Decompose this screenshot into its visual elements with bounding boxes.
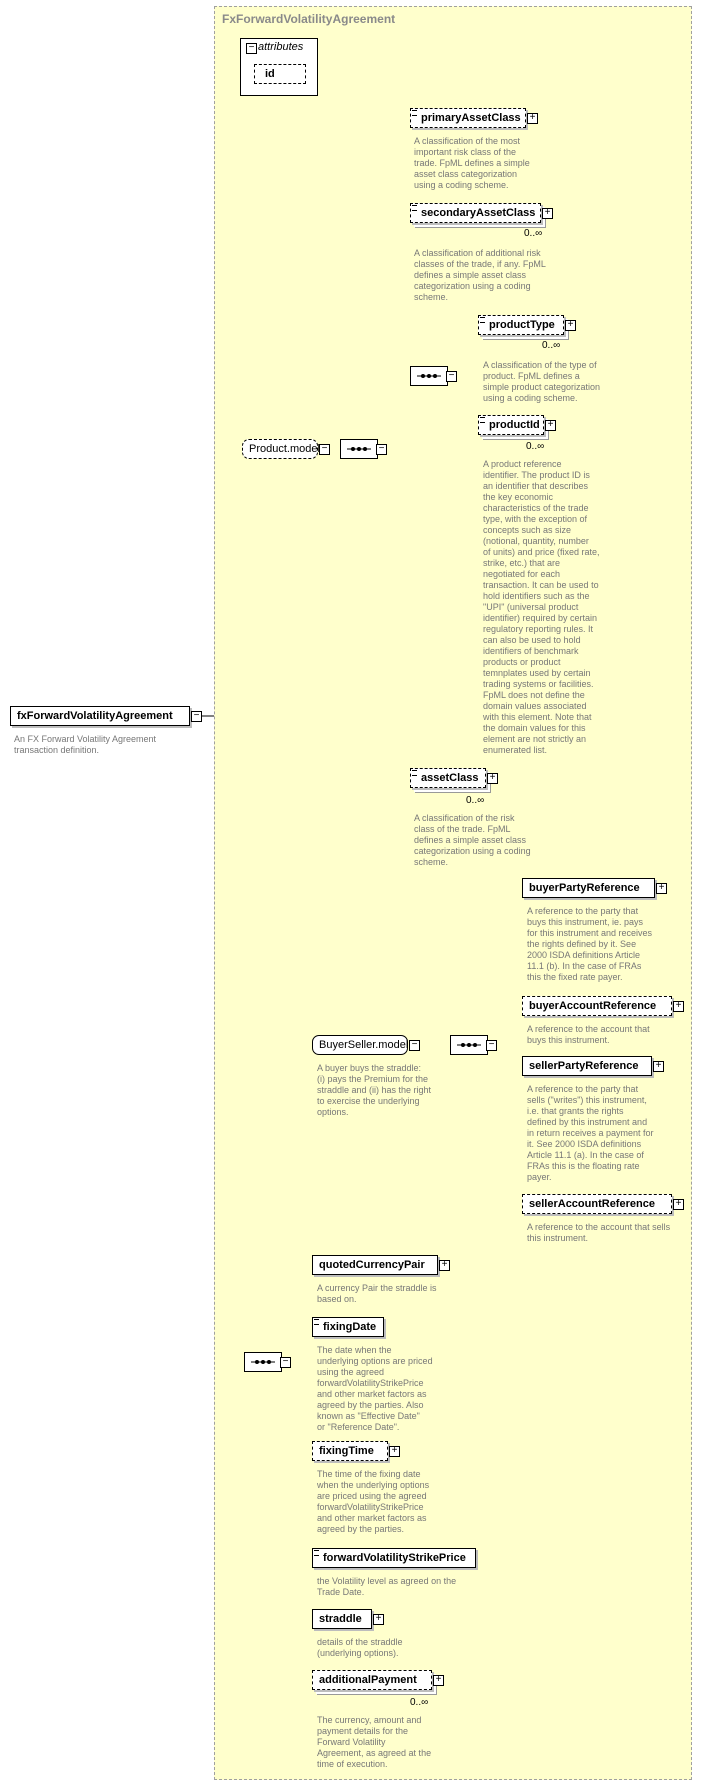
expand-icon[interactable]: + xyxy=(439,1260,450,1271)
cardinality: 0..∞ xyxy=(466,795,485,806)
expand-icon[interactable]: + xyxy=(656,883,667,894)
sequence-compositor-icon xyxy=(410,366,448,386)
simple-content-icon xyxy=(480,317,485,323)
type-title: FxForwardVolatilityAgreement xyxy=(222,12,396,26)
expand-icon[interactable]: + xyxy=(389,1446,400,1457)
expand-icon[interactable]: + xyxy=(373,1614,384,1625)
doc-buyer-seller-model: A buyer buys the straddle:(i) pays the P… xyxy=(317,1063,432,1117)
element-straddle[interactable]: straddle xyxy=(312,1609,372,1629)
buyer-seller-model-collapse-icon[interactable]: − xyxy=(409,1040,420,1051)
sequence-compositor-icon xyxy=(340,439,378,459)
element-secondaryAssetClass[interactable]: secondaryAssetClass xyxy=(410,203,541,223)
root-collapse-icon[interactable]: − xyxy=(191,711,202,722)
product-model-label: Product.model xyxy=(249,443,320,455)
sequence-collapse-icon[interactable]: − xyxy=(486,1040,497,1051)
product-model-collapse-icon[interactable]: − xyxy=(319,444,330,455)
expand-icon[interactable]: + xyxy=(487,773,498,784)
cardinality: 0..∞ xyxy=(410,1697,429,1708)
buyer-seller-model-group[interactable]: BuyerSeller.model xyxy=(312,1035,408,1055)
attribute-id[interactable]: id xyxy=(254,64,306,84)
element-additionalPayment[interactable]: additionalPayment xyxy=(312,1670,432,1690)
element-buyerPartyReference[interactable]: buyerPartyReference xyxy=(522,878,655,898)
element-productType[interactable]: productType xyxy=(478,315,564,335)
element-fixingDate[interactable]: fixingDate xyxy=(312,1317,384,1337)
cardinality: 0..∞ xyxy=(526,441,545,452)
attributes-collapse-icon[interactable]: − xyxy=(246,43,257,54)
root-element-label: fxForwardVolatilityAgreement xyxy=(17,710,173,722)
sequence-compositor-icon xyxy=(450,1035,488,1055)
sequence-collapse-icon[interactable]: − xyxy=(280,1357,291,1368)
element-productId[interactable]: productId xyxy=(478,415,544,435)
element-primaryAssetClass[interactable]: primaryAssetClass xyxy=(410,108,526,128)
buyer-seller-model-label: BuyerSeller.model xyxy=(319,1039,409,1051)
expand-icon[interactable]: + xyxy=(433,1675,444,1686)
expand-icon[interactable]: + xyxy=(527,113,538,124)
simple-content-icon xyxy=(412,770,417,776)
attributes-label: attributes xyxy=(258,41,304,53)
cardinality: 0..∞ xyxy=(542,340,561,351)
simple-content-icon xyxy=(412,110,417,116)
expand-icon[interactable]: + xyxy=(673,1199,684,1210)
doc-straddle: details of the straddle(underlying optio… xyxy=(317,1637,403,1658)
sequence-collapse-icon[interactable]: − xyxy=(376,444,387,455)
element-sellerPartyReference[interactable]: sellerPartyReference xyxy=(522,1056,652,1076)
element-fixingTime[interactable]: fixingTime xyxy=(312,1441,388,1461)
expand-icon[interactable]: + xyxy=(653,1061,664,1072)
expand-icon[interactable]: + xyxy=(542,208,553,219)
root-element[interactable]: fxForwardVolatilityAgreement xyxy=(10,706,190,726)
expand-icon[interactable]: + xyxy=(673,1001,684,1012)
simple-content-icon xyxy=(314,1319,319,1325)
simple-content-icon xyxy=(480,417,485,423)
cardinality: 0..∞ xyxy=(524,228,543,239)
element-quotedCurrencyPair[interactable]: quotedCurrencyPair xyxy=(312,1255,438,1275)
simple-content-icon xyxy=(314,1550,319,1556)
product-model-group[interactable]: Product.model xyxy=(242,439,320,459)
sequence-compositor-icon xyxy=(244,1352,282,1372)
element-sellerAccountReference[interactable]: sellerAccountReference xyxy=(522,1194,672,1214)
element-assetClass[interactable]: assetClass xyxy=(410,768,486,788)
sequence-collapse-icon[interactable]: − xyxy=(446,371,457,382)
expand-icon[interactable]: + xyxy=(545,420,556,431)
element-forwardVolatilityStrikePrice[interactable]: forwardVolatilityStrikePrice xyxy=(312,1548,476,1568)
expand-icon[interactable]: + xyxy=(565,320,576,331)
element-buyerAccountReference[interactable]: buyerAccountReference xyxy=(522,996,672,1016)
simple-content-icon xyxy=(412,205,417,211)
